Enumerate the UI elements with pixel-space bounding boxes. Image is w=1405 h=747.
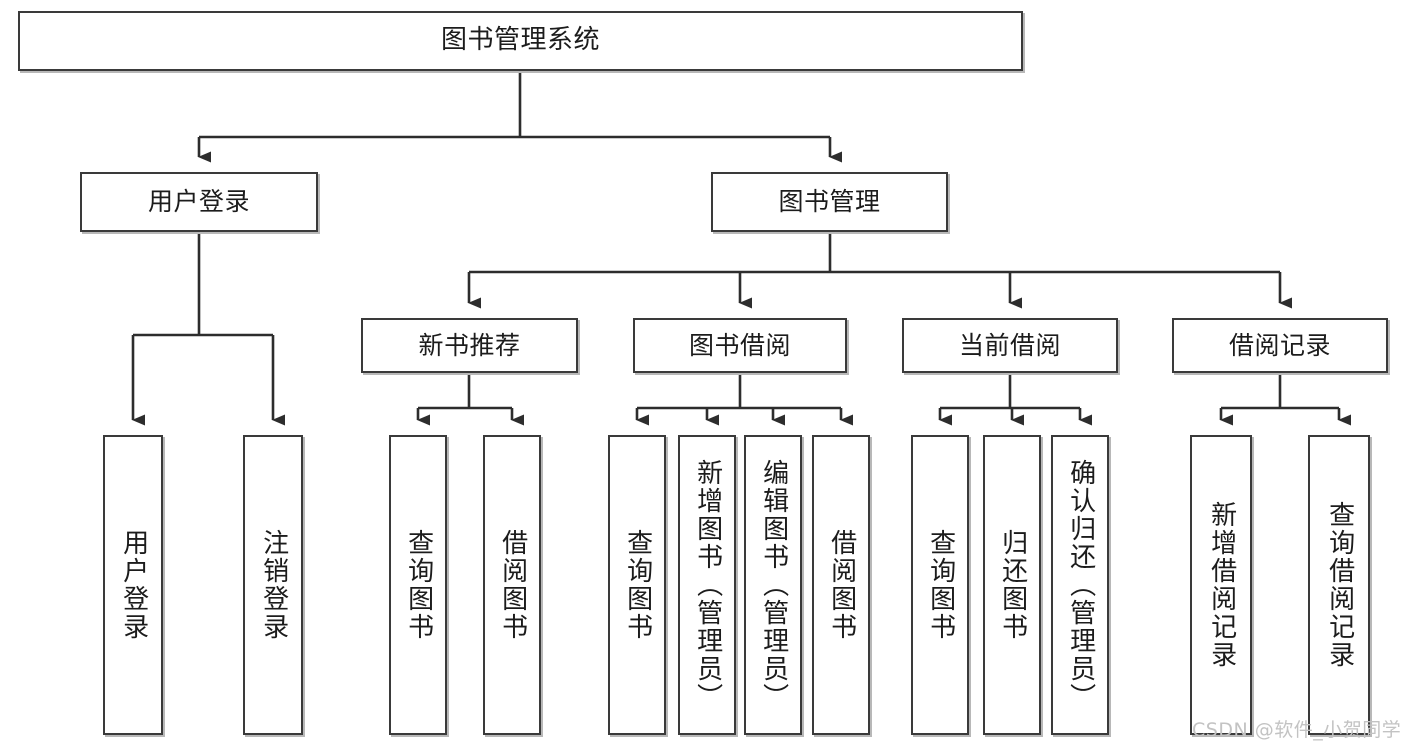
leaf-query-book-current[interactable]: 查询图书 (911, 435, 969, 735)
leaf-borrow-book[interactable]: 借阅图书 (812, 435, 870, 735)
leaf-query-book-label: 查询图书 (622, 529, 653, 641)
node-new-book-recommend[interactable]: 新书推荐 (361, 318, 578, 373)
node-current-borrow-label: 当前借阅 (958, 330, 1061, 360)
node-borrow-records[interactable]: 借阅记录 (1172, 318, 1388, 373)
leaf-return-book[interactable]: 归还图书 (983, 435, 1041, 735)
node-book-borrow-label: 图书借阅 (688, 330, 791, 360)
node-book-management-label: 图书管理 (778, 187, 881, 216)
node-root-label: 图书管理系统 (440, 25, 600, 56)
leaf-user-login[interactable]: 用户登录 (103, 435, 163, 735)
leaf-borrow-book-new[interactable]: 借阅图书 (483, 435, 541, 735)
leaf-user-login-label: 用户登录 (118, 529, 149, 641)
leaf-query-borrow-record-label: 查询借阅记录 (1324, 501, 1355, 669)
leaf-add-borrow-record-label: 新增借阅记录 (1206, 501, 1237, 669)
node-book-management[interactable]: 图书管理 (711, 172, 948, 232)
leaf-query-book-current-label: 查询图书 (925, 529, 956, 641)
leaf-confirm-return-admin[interactable]: 确认归还（管理员） (1051, 435, 1109, 735)
leaf-logout-label: 注销登录 (258, 529, 289, 641)
node-root[interactable]: 图书管理系统 (18, 11, 1023, 71)
leaf-add-borrow-record[interactable]: 新增借阅记录 (1190, 435, 1252, 735)
leaf-query-book-new[interactable]: 查询图书 (389, 435, 447, 735)
leaf-edit-book-admin-label: 编辑图书（管理员） (758, 459, 789, 711)
leaf-query-book[interactable]: 查询图书 (608, 435, 666, 735)
leaf-edit-book-admin[interactable]: 编辑图书（管理员） (744, 435, 802, 735)
leaf-add-book-admin[interactable]: 新增图书（管理员） (678, 435, 736, 735)
node-user-login-label: 用户登录 (147, 187, 250, 216)
node-user-login[interactable]: 用户登录 (80, 172, 318, 232)
leaf-logout[interactable]: 注销登录 (243, 435, 303, 735)
leaf-confirm-return-admin-label: 确认归还（管理员） (1065, 459, 1096, 711)
leaf-borrow-book-new-label: 借阅图书 (497, 529, 528, 641)
node-new-book-recommend-label: 新书推荐 (418, 330, 521, 360)
leaf-query-book-new-label: 查询图书 (403, 529, 434, 641)
leaf-add-book-admin-label: 新增图书（管理员） (692, 459, 723, 711)
node-book-borrow[interactable]: 图书借阅 (633, 318, 847, 373)
leaf-borrow-book-label: 借阅图书 (826, 529, 857, 641)
csdn-watermark: CSDN @软件_小贺同学 (1192, 719, 1402, 741)
node-current-borrow[interactable]: 当前借阅 (902, 318, 1118, 373)
leaf-return-book-label: 归还图书 (997, 529, 1028, 641)
leaf-query-borrow-record[interactable]: 查询借阅记录 (1308, 435, 1370, 735)
node-borrow-records-label: 借阅记录 (1228, 330, 1331, 360)
